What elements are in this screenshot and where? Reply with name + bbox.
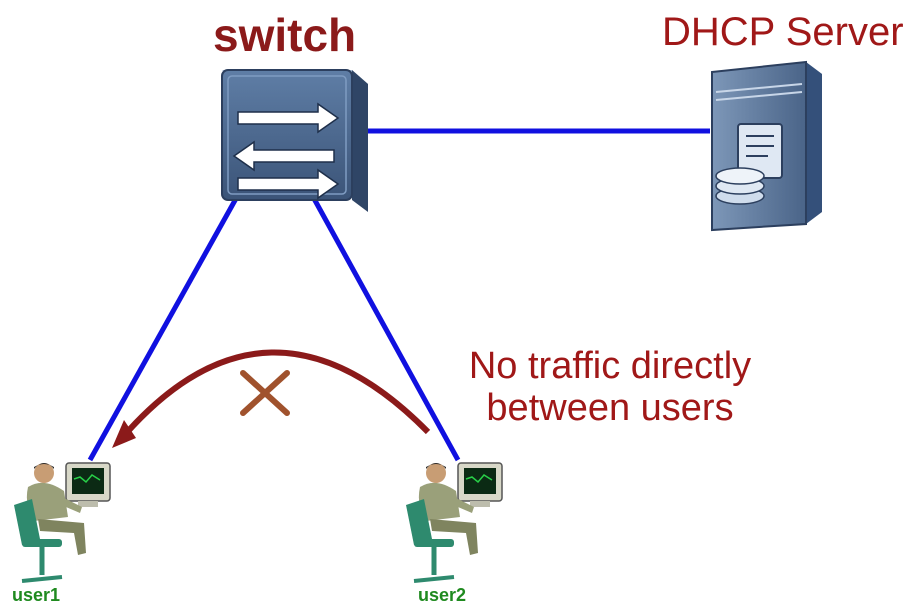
link-switch-user1 [87,193,241,462]
blocked-traffic-arc [119,349,431,440]
user2-label: user2 [418,585,467,605]
dhcp-server-label: DHCP Server [662,10,904,54]
cross-icon [240,370,290,416]
switch-label: switch [213,9,357,61]
server-icon [711,60,822,232]
switch-icon [221,69,368,212]
no-traffic-note: No traffic directly between users [468,345,752,429]
user2-workstation-icon [406,462,503,583]
user1-label: user1 [12,585,61,605]
arc-arrowhead [112,420,136,448]
user1-workstation-icon [14,462,111,583]
link-switch-user2 [309,193,461,462]
